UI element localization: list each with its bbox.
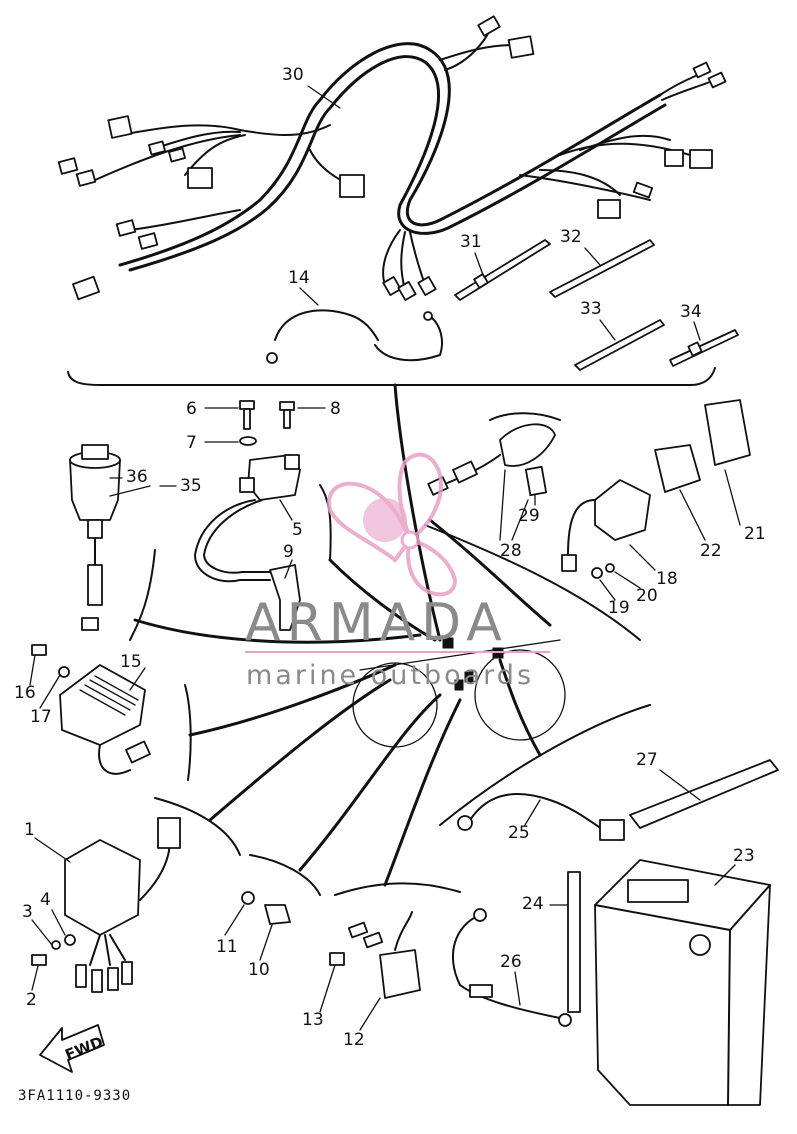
- callout-22: 22: [700, 541, 722, 561]
- diagram-code: 3FA1110-9330: [18, 1088, 131, 1104]
- callout-33: 33: [580, 299, 602, 319]
- callout-28: 28: [500, 541, 522, 561]
- callout-15: 15: [120, 652, 142, 672]
- frame-sketch: [352, 637, 566, 748]
- callout-19: 19: [608, 598, 630, 618]
- callout-2: 2: [26, 990, 37, 1010]
- callout-18: 18: [656, 569, 678, 589]
- rectifier: [31, 644, 151, 775]
- callout-26: 26: [500, 952, 522, 972]
- cable-bands: [454, 239, 739, 371]
- ground-lead: [266, 309, 443, 364]
- harness-connectors: [57, 15, 727, 301]
- neutral-switch: [241, 891, 291, 925]
- cdi-unit: [31, 817, 181, 993]
- callout-7: 7: [186, 433, 197, 453]
- battery-leads: [451, 793, 625, 1027]
- callout-4: 4: [40, 890, 51, 910]
- callout-32: 32: [560, 227, 582, 247]
- coil-fasteners: [239, 400, 295, 446]
- harness-group-bracket: [67, 367, 716, 386]
- callout-16: 16: [14, 683, 36, 703]
- main-switch: [69, 444, 121, 631]
- battery-breather-tube: [567, 871, 581, 1013]
- callout-13: 13: [302, 1010, 324, 1030]
- callout-8: 8: [330, 399, 341, 419]
- forward-arrow-icon: FWD: [39, 1024, 106, 1073]
- callout-31: 31: [460, 232, 482, 252]
- armada-logo-icon: [327, 452, 458, 597]
- callout-27: 27: [636, 750, 658, 770]
- starter-relay-lower: [329, 911, 421, 999]
- callout-9: 9: [283, 542, 294, 562]
- callout-11: 11: [216, 937, 238, 957]
- callout-21: 21: [744, 524, 766, 544]
- callout-34: 34: [680, 302, 702, 322]
- callout-6: 6: [186, 399, 197, 419]
- watermark: ARMADA marine outboards: [245, 452, 550, 691]
- callout-35: 35: [180, 476, 202, 496]
- callout-14: 14: [288, 268, 310, 288]
- callout-23: 23: [733, 846, 755, 866]
- battery: [594, 859, 771, 1106]
- callout-3: 3: [22, 902, 33, 922]
- callout-labels: 1 2 3 4 5 6 7 8 9 10 11 12 13 14 15 16 1…: [14, 65, 766, 1050]
- watermark-brand: ARMADA: [245, 593, 508, 653]
- leader-lines: [129, 383, 651, 896]
- callout-30: 30: [282, 65, 304, 85]
- callout-5: 5: [292, 520, 303, 540]
- watermark-tagline: marine outboards: [246, 660, 534, 691]
- callout-20: 20: [636, 586, 658, 606]
- callout-leaders: [29, 85, 741, 1031]
- callout-24: 24: [522, 894, 544, 914]
- fuse-holder: [427, 412, 561, 497]
- callout-25: 25: [508, 823, 530, 843]
- callout-17: 17: [30, 707, 52, 727]
- callout-36: 36: [126, 467, 148, 487]
- battery-band: [629, 759, 779, 829]
- callout-12: 12: [343, 1030, 365, 1050]
- callout-10: 10: [248, 960, 270, 980]
- relays: [561, 399, 751, 579]
- callout-1: 1: [24, 820, 35, 840]
- ignition-coil: [194, 454, 301, 631]
- wire-harness: [94, 29, 716, 291]
